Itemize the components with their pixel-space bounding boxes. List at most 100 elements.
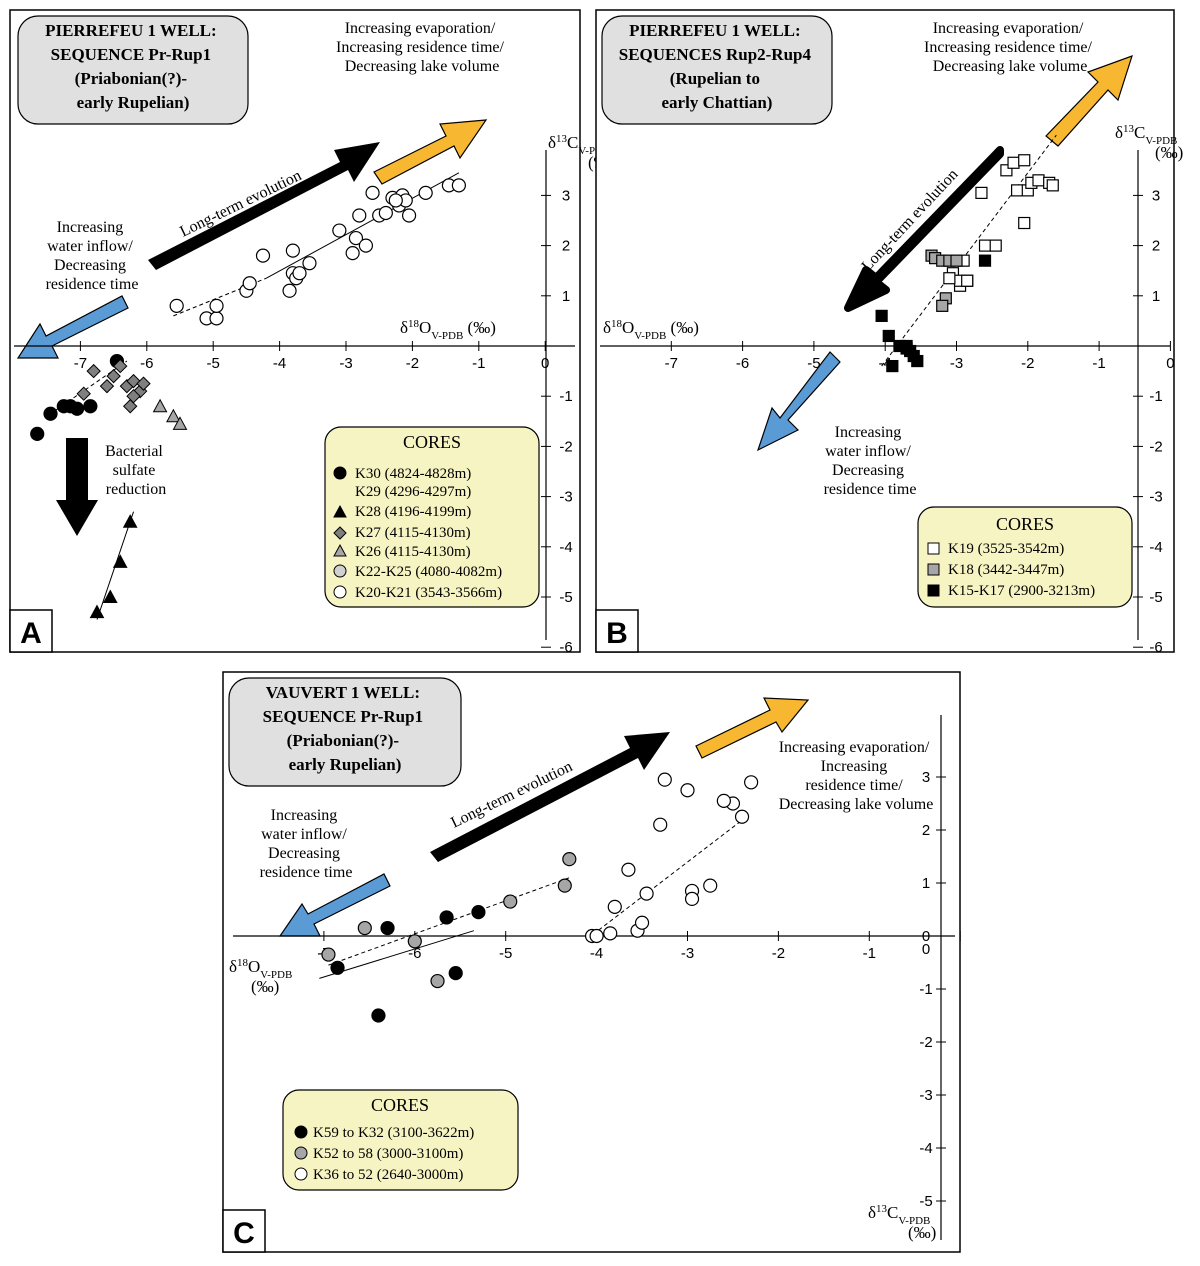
series: [89, 514, 138, 619]
legend-triangle-black: [333, 504, 347, 518]
trend-line: [587, 816, 747, 940]
y-tick-label: -1: [559, 388, 572, 405]
y-tick-label: -6: [559, 639, 572, 656]
text-line: Increasing: [821, 758, 888, 775]
legend-item: K19 (3525-3542m): [927, 541, 1064, 557]
panel-c-long-term-arrow: [430, 732, 670, 862]
panel-c-evaporation-arrow: [695, 697, 810, 759]
panel-a: PIERREFEU 1 WELL: SEQUENCE Pr-Rup1 (Pria…: [9, 9, 616, 656]
series: [943, 154, 1059, 292]
legend-item: K27 (4115-4130m): [333, 525, 471, 541]
data-point: [43, 406, 58, 421]
y-tick-label: 1: [1152, 288, 1160, 305]
text-line: reduction: [106, 481, 166, 498]
legend-item: K26 (4115-4130m): [333, 543, 471, 560]
axis-label: δ18OV-PDB (‰): [400, 318, 496, 342]
data-point: [744, 775, 759, 790]
series: [169, 178, 466, 326]
data-point: [943, 272, 956, 285]
data-point: [102, 589, 118, 604]
x-tick-label: -6: [408, 945, 421, 962]
panel-a-bsr-arrow: [56, 438, 98, 536]
series: [76, 358, 151, 414]
trend-line: [319, 930, 475, 979]
x-tick-label: -5: [207, 355, 220, 372]
panel-b-legend-title: CORES: [996, 514, 1054, 534]
legend-circle-grey: [294, 1146, 308, 1160]
text-line: Decreasing lake volume: [779, 796, 934, 813]
data-point: [321, 947, 336, 962]
data-point: [209, 298, 224, 313]
legend-item: K28 (4196-4199m): [333, 504, 471, 520]
data-point: [734, 809, 750, 824]
x-tick-label: -2: [1021, 355, 1034, 372]
data-point: [152, 398, 168, 413]
panel-a-title-line: PIERREFEU 1 WELL:: [45, 21, 217, 40]
y-tick-label: -5: [559, 589, 572, 606]
data-point: [76, 386, 91, 401]
panel-b-letter: B: [606, 617, 628, 650]
panel-c-legend-items: K59 to K32 (3100-3622m) K52 to 58 (3000-…: [294, 1125, 474, 1183]
x-tick-label: -4: [590, 945, 603, 962]
data-point: [503, 894, 518, 909]
legend-circle-black: [294, 1125, 308, 1139]
legend-label: K30 (4824-4828m): [355, 466, 471, 482]
panel-a-letter-box: [9, 609, 53, 653]
panel-c-evaporation-text: Increasing evaporation/ Increasing resid…: [779, 739, 934, 813]
text-line: residence time: [260, 864, 353, 881]
data-point: [900, 339, 913, 353]
series: [925, 249, 963, 312]
data-point: [113, 358, 128, 374]
x-tick-label: 0: [1166, 355, 1174, 372]
y-tick-label: 3: [562, 187, 570, 204]
data-point: [69, 401, 85, 416]
panel-c-title: VAUVERT 1 WELL: SEQUENCE Pr-Rup1 (Priabo…: [263, 683, 428, 774]
data-point: [83, 399, 98, 414]
panel-b-inflow-text: Increasing water inflow/ Decreasing resi…: [824, 424, 917, 498]
text-line: Increasing: [835, 424, 902, 441]
panel-c-legend-box: [282, 1089, 519, 1191]
data-point: [282, 283, 297, 298]
legend-label: K29 (4296-4297m): [355, 484, 471, 500]
y-tick-label: 3: [1152, 187, 1160, 204]
text-line: residence time: [824, 481, 917, 498]
axis-unit: (‰): [251, 977, 279, 996]
y-tick-label: -4: [919, 1140, 932, 1157]
panel-b-legend-items: K19 (3525-3542m) K18 (3442-3447m) K15-K1…: [927, 541, 1095, 599]
x-tick-label: -2: [406, 355, 419, 372]
data-point: [430, 973, 445, 989]
x-tick-label: -1: [1092, 355, 1105, 372]
data-point: [136, 376, 151, 391]
text-line: residence time/: [805, 777, 903, 794]
text-line: Decreasing: [54, 257, 126, 274]
text-line: Bacterial: [105, 443, 163, 460]
data-point: [989, 239, 1002, 252]
text-line: Decreasing: [832, 462, 904, 479]
x-tick-label: -1: [863, 945, 876, 962]
data-point: [401, 208, 417, 223]
panel-a-inflow-text: Increasing water inflow/ Decreasing resi…: [46, 219, 139, 293]
data-point: [1011, 184, 1024, 197]
data-point: [1032, 174, 1045, 187]
data-point: [1007, 156, 1020, 169]
legend-triangle-grey: [333, 543, 347, 557]
text-line: Increasing residence time/: [336, 39, 504, 56]
legend-label: K36 to 52 (2640-3000m): [313, 1167, 463, 1183]
x-tick-label: -5: [499, 945, 512, 962]
panel-b-evaporation-arrow: [1045, 55, 1133, 147]
text-line: Increasing evaporation/: [779, 739, 930, 756]
panel-c-title-line: (Priabonian(?)-: [287, 731, 400, 750]
legend-label: K52 to 58 (3000-3100m): [313, 1146, 463, 1162]
data-point: [936, 299, 949, 312]
axis-unit: (‰): [1155, 143, 1183, 162]
panel-b-title-line: SEQUENCES Rup2-Rup4: [619, 45, 812, 64]
data-point: [961, 274, 974, 287]
trend-line: [173, 277, 267, 317]
text-line: Decreasing lake volume: [933, 58, 1088, 75]
legend-diamond-grey: [333, 526, 347, 540]
panel-c-title-box: [228, 677, 462, 787]
panel-b-title-line: (Rupelian to: [670, 69, 760, 88]
panel-c-plot: -7-6-5-4-3-2-13210-1-2-3-4-50δ18OV-PDB(‰…: [229, 715, 961, 1242]
data-point: [86, 363, 101, 379]
